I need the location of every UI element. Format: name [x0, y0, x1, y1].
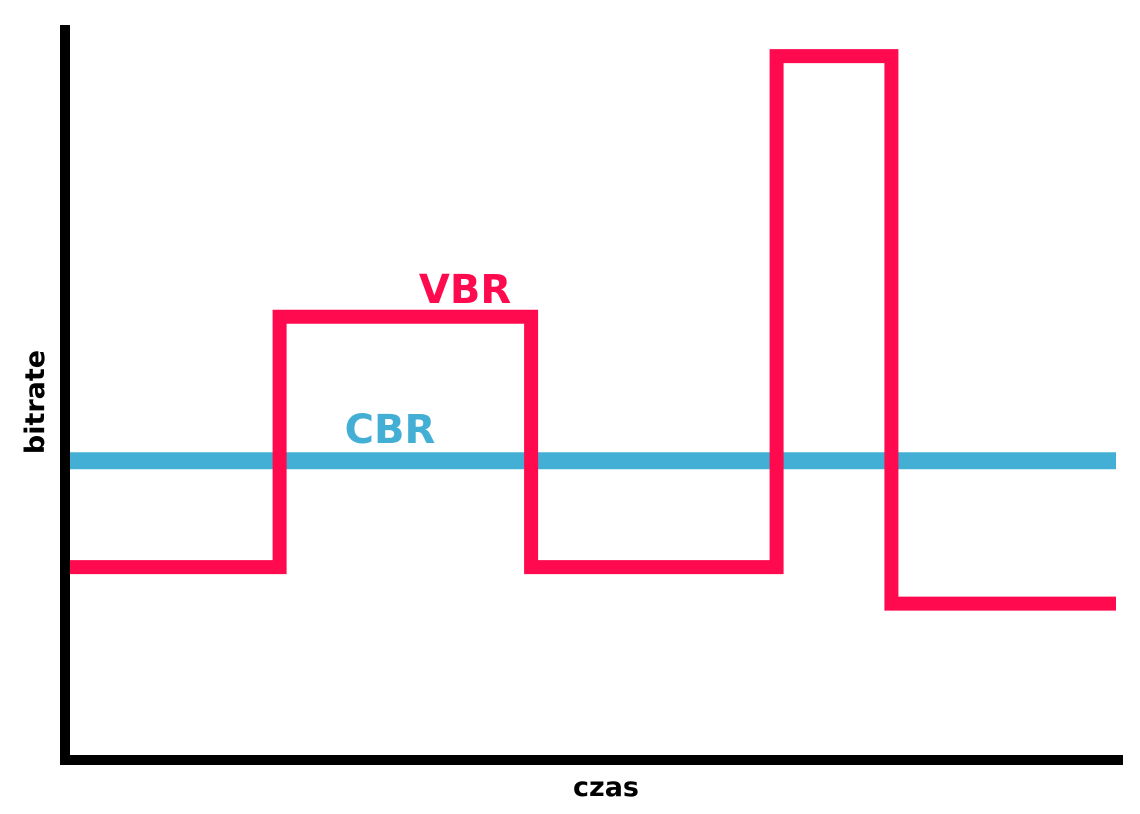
series-labels: CBR VBR — [345, 267, 511, 453]
series-label-cbr: CBR — [345, 407, 436, 453]
x-axis-title: czas — [573, 772, 639, 803]
plot-series — [68, 49, 1116, 611]
series-line-vbr — [68, 49, 1116, 611]
y-axis-title: bitrate — [20, 350, 51, 454]
series-label-vbr: VBR — [419, 267, 511, 313]
